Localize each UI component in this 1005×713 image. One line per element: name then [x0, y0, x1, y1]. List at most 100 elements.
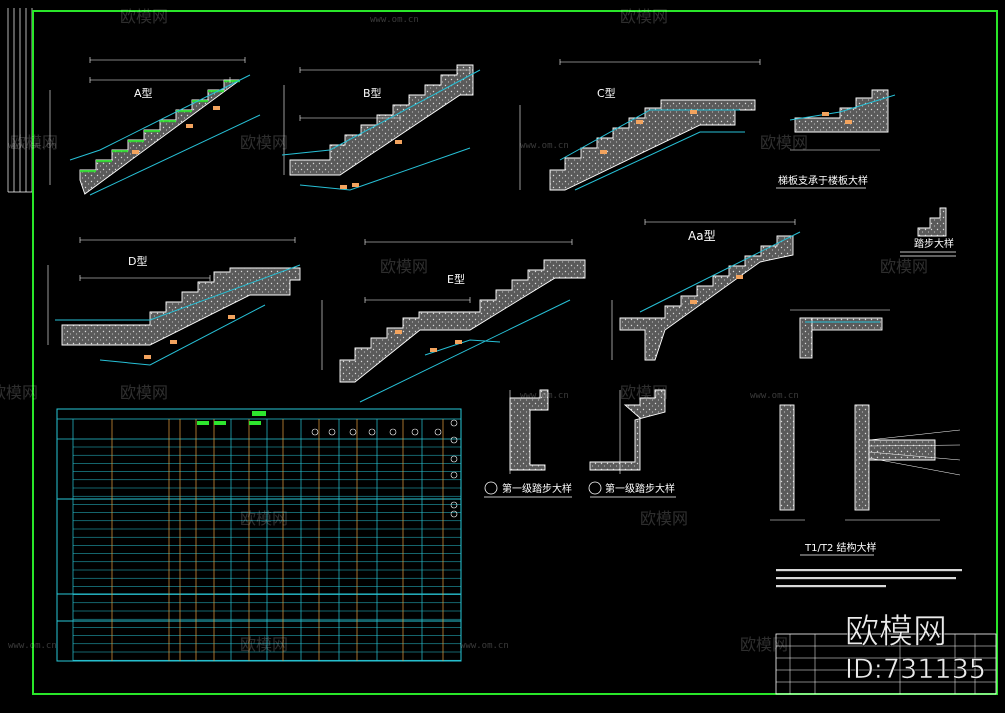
label-t1t2-detail: T1/T2 结构大样	[804, 541, 877, 554]
stair-type-d-rebar-bottom	[99, 304, 266, 366]
stair-type-aa	[611, 219, 801, 361]
detail-marker-2	[588, 481, 602, 495]
stair-type-b-rebar-bottom	[299, 147, 471, 191]
stair-schedule-table	[56, 408, 462, 662]
table-header-circle	[434, 428, 442, 436]
watermark-brand: 欧模网	[740, 635, 788, 654]
watermark-brand: 欧模网	[380, 257, 428, 276]
watermark-url: www.om.cn	[520, 141, 569, 151]
rebar-tag	[340, 185, 347, 189]
table-header-circle	[389, 428, 397, 436]
first-step-detail-1	[509, 389, 549, 471]
rebar-tag	[395, 140, 402, 144]
binding-margin	[7, 8, 33, 193]
first-step-detail-2	[589, 389, 666, 471]
stair-type-e-rebar-mid	[424, 339, 501, 356]
watermark-brand: 欧模网	[640, 509, 688, 528]
rebar-tag	[228, 315, 235, 319]
rebar-tag	[822, 112, 829, 116]
step-nosing	[160, 120, 176, 123]
stair-type-d	[47, 237, 301, 366]
t2-leader	[868, 429, 961, 441]
label-type-e: E型	[447, 272, 465, 286]
watermark-url: www.om.cn	[460, 641, 509, 651]
label-type-aa: Aa型	[688, 229, 716, 243]
stair-type-a	[49, 57, 261, 196]
watermark-brand: 欧模网	[240, 635, 288, 654]
rebar-tag	[186, 124, 193, 128]
watermark-brand: 欧模网	[760, 133, 808, 152]
watermark-url: www.om.cn	[520, 391, 569, 401]
drawing-border	[32, 10, 998, 695]
rebar-tag	[144, 355, 151, 359]
watermark-url: www.om.cn	[8, 641, 57, 651]
support-detail	[789, 89, 896, 151]
watermark-brand: 欧模网	[120, 7, 168, 26]
stair-type-e-rebar-bottom	[359, 299, 571, 403]
rebar-tag	[430, 348, 437, 352]
table-frame	[56, 408, 462, 662]
support-detail-rebar	[789, 94, 896, 121]
table-header-mark	[249, 421, 261, 425]
stair-type-d-flight	[61, 267, 301, 346]
support-detail-slab	[794, 89, 889, 133]
table-side-circle	[450, 471, 458, 479]
table-side-circle	[450, 436, 458, 444]
watermark-url: www.om.cn	[8, 141, 57, 151]
rebar-tag	[600, 150, 607, 154]
rebar-tag	[213, 106, 220, 110]
rebar-tag	[352, 183, 359, 187]
rebar-tag	[690, 300, 697, 304]
stair-type-e-flight	[339, 259, 586, 383]
detail-marker-1	[484, 481, 498, 495]
watermark-id: ID:731135	[845, 654, 986, 685]
table-header-circle	[328, 428, 336, 436]
stair-type-d-rebar-top	[55, 264, 301, 321]
step-detail-shape	[917, 207, 947, 237]
stair-type-a-rebar-bottom	[89, 114, 261, 196]
watermark-brand-large: 欧模网	[845, 612, 947, 652]
t2-column-detail	[854, 404, 870, 511]
watermark-url: www.om.cn	[370, 15, 419, 25]
step-nosing	[112, 150, 128, 153]
table-header-mark	[214, 421, 226, 425]
rebar-tag	[736, 275, 743, 279]
label-type-a: A型	[134, 86, 153, 100]
label-first-step-2: 第一级踏步大样	[605, 482, 675, 495]
table-side-circle	[450, 419, 458, 427]
label-type-d: D型	[128, 254, 147, 268]
step-nosing	[144, 130, 160, 133]
t1-column-detail	[779, 404, 795, 511]
label-first-step-1: 第一级踏步大样	[502, 482, 572, 495]
stair-type-c-rebar-bottom	[574, 131, 745, 191]
watermark-layer: 欧模网欧模网欧模网欧模网欧模网欧模网欧模网欧模网欧模网欧模网欧模网欧模网欧模网欧…	[0, 7, 928, 654]
label-type-c: C型	[597, 86, 616, 100]
step-detail	[917, 207, 947, 237]
t2-slab-detail	[868, 439, 936, 461]
step-nosing	[128, 140, 144, 143]
watermark-brand: 欧模网	[620, 7, 668, 26]
stair-type-aa-flight	[619, 235, 794, 361]
stair-type-b-flight	[289, 64, 474, 176]
table-side-circle	[450, 510, 458, 518]
stair-type-c-flight	[549, 99, 756, 191]
table-title-mark	[252, 411, 266, 416]
rebar-tag	[170, 340, 177, 344]
step-nosing	[224, 80, 240, 83]
rebar-tag	[132, 150, 139, 154]
watermark-brand: 欧模网	[10, 133, 58, 152]
step-nosing	[192, 100, 208, 103]
label-underlines	[484, 187, 956, 556]
table-header-circle	[411, 428, 419, 436]
stair-type-b	[281, 64, 481, 191]
step-nosing	[176, 110, 192, 113]
watermark-brand: 欧模网	[120, 383, 168, 402]
t2-leader	[868, 451, 961, 461]
rebar-tag	[845, 120, 852, 124]
watermark-brand: 欧模网	[240, 133, 288, 152]
watermark-url: www.om.cn	[750, 391, 799, 401]
stair-type-a-flight	[79, 79, 242, 195]
stair-type-a-rebar-top	[69, 74, 251, 161]
stair-type-b-rebar-top	[281, 69, 481, 156]
